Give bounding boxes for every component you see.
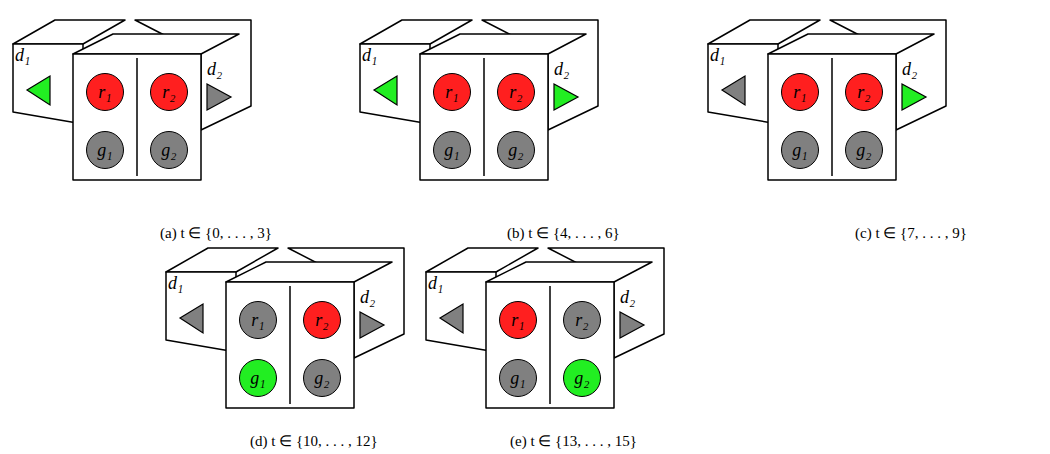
box-face xyxy=(768,34,934,54)
arrow-triangle xyxy=(554,84,578,110)
green-light: g₁ xyxy=(239,359,277,397)
red-light: r₂ xyxy=(497,73,535,111)
left-display-box: d₁ xyxy=(706,44,768,114)
node-label: g₂ xyxy=(856,141,871,159)
node-label: g₁ xyxy=(444,141,459,159)
red-light: r₂ xyxy=(563,301,601,339)
green-light: g₂ xyxy=(303,359,341,397)
divider-line xyxy=(549,286,551,404)
left-display-box: d₁ xyxy=(11,44,73,114)
green-light: g₂ xyxy=(497,131,535,169)
red-light: r₁ xyxy=(781,73,819,111)
red-light: r₂ xyxy=(150,73,188,111)
node-label: r₂ xyxy=(575,311,588,329)
node-label: g₁ xyxy=(510,369,525,387)
node-label: r₁ xyxy=(98,83,111,101)
red-light: r₁ xyxy=(239,301,277,339)
node-label: g₁ xyxy=(250,369,265,387)
arrow-triangle xyxy=(620,312,644,338)
box-face xyxy=(226,282,354,408)
divider-line xyxy=(289,286,291,404)
traffic-light-panel xyxy=(708,20,946,180)
panel-caption: (a) t ∈ {0, . . . , 3} xyxy=(160,224,272,242)
green-light: g₁ xyxy=(433,131,471,169)
node-label: r₂ xyxy=(315,311,328,329)
right-display-box: d₂ xyxy=(898,58,944,120)
node-label: d₁ xyxy=(362,46,377,64)
node-label: d₂ xyxy=(554,60,569,78)
node-label: d₁ xyxy=(168,274,183,292)
node-label: r₁ xyxy=(511,311,524,329)
green-light: g₁ xyxy=(86,131,124,169)
arrow-triangle xyxy=(374,76,397,105)
node-label: g₁ xyxy=(97,141,112,159)
node-label: r₁ xyxy=(793,83,806,101)
node-label: r₂ xyxy=(162,83,175,101)
arrow-triangle xyxy=(180,304,203,333)
arrow-triangle xyxy=(360,312,384,338)
node-label: d₁ xyxy=(428,274,443,292)
node-label: d₂ xyxy=(620,288,635,306)
node-label: g₂ xyxy=(574,369,589,387)
right-display-box: d₂ xyxy=(550,58,596,120)
box-face xyxy=(73,34,239,54)
arrow-triangle xyxy=(27,76,50,105)
green-light: g₁ xyxy=(781,131,819,169)
red-light: r₁ xyxy=(433,73,471,111)
green-light: g₁ xyxy=(499,359,537,397)
node-label: r₂ xyxy=(509,83,522,101)
red-light: r₂ xyxy=(303,301,341,339)
panel-caption: (d) t ∈ {10, . . . , 12} xyxy=(250,432,378,450)
right-display-box: d₂ xyxy=(616,286,662,348)
green-light: g₂ xyxy=(150,131,188,169)
node-label: d₂ xyxy=(207,60,222,78)
node-label: g₂ xyxy=(314,369,329,387)
panel-caption: (e) t ∈ {13, . . . , 15} xyxy=(510,432,637,450)
node-label: d₁ xyxy=(710,46,725,64)
box-face xyxy=(73,54,201,180)
node-label: r₁ xyxy=(445,83,458,101)
green-light: g₂ xyxy=(563,359,601,397)
right-display-box: d₂ xyxy=(203,58,249,120)
node-label: g₁ xyxy=(792,141,807,159)
divider-line xyxy=(831,58,833,176)
traffic-light-panel xyxy=(426,248,664,408)
arrow-triangle xyxy=(440,304,463,333)
node-label: d₂ xyxy=(360,288,375,306)
panel-caption: (b) t ∈ {4, . . . , 6} xyxy=(507,224,620,242)
traffic-light-panel xyxy=(360,20,598,180)
node-label: g₂ xyxy=(161,141,176,159)
node-label: r₁ xyxy=(251,311,264,329)
node-label: d₂ xyxy=(902,60,917,78)
node-label: r₂ xyxy=(857,83,870,101)
arrow-triangle xyxy=(902,84,926,110)
traffic-light-panel xyxy=(166,248,404,408)
divider-line xyxy=(483,58,485,176)
traffic-light-panel xyxy=(13,20,251,180)
box-face xyxy=(420,34,586,54)
box-face xyxy=(768,54,896,180)
left-display-box: d₁ xyxy=(358,44,420,114)
panel-caption: (c) t ∈ {7, . . . , 9} xyxy=(855,224,967,242)
arrow-triangle xyxy=(207,84,231,110)
arrow-triangle xyxy=(722,76,745,105)
box-face xyxy=(486,282,614,408)
red-light: r₁ xyxy=(499,301,537,339)
box-face xyxy=(420,54,548,180)
node-label: d₁ xyxy=(15,46,30,64)
red-light: r₂ xyxy=(845,73,883,111)
left-display-box: d₁ xyxy=(424,272,486,342)
green-light: g₂ xyxy=(845,131,883,169)
divider-line xyxy=(136,58,138,176)
red-light: r₁ xyxy=(86,73,124,111)
box-face xyxy=(226,262,392,282)
node-label: g₂ xyxy=(508,141,523,159)
left-display-box: d₁ xyxy=(164,272,226,342)
box-face xyxy=(486,262,652,282)
right-display-box: d₂ xyxy=(356,286,402,348)
